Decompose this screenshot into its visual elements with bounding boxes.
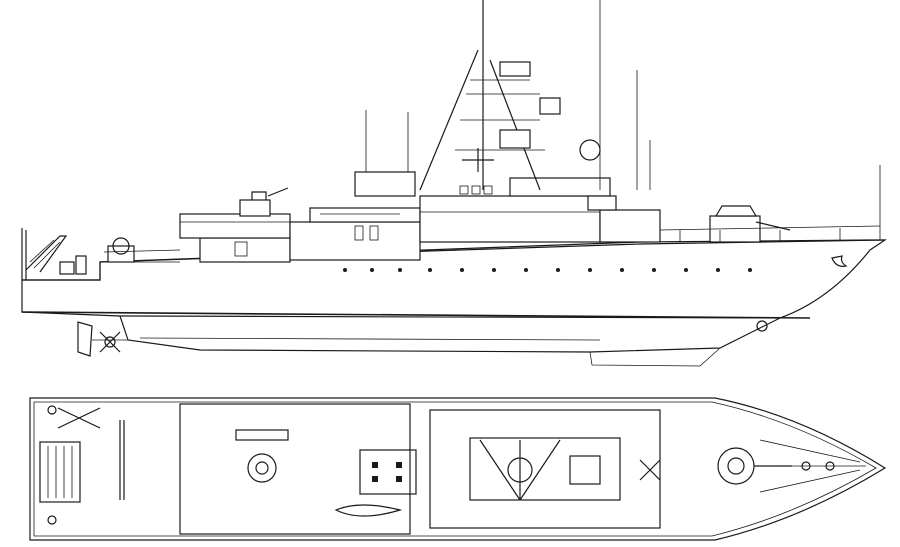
underwater-body xyxy=(589,347,721,367)
aft-winch xyxy=(100,237,181,263)
fwd-gun-mount xyxy=(709,205,791,243)
main-superstructure xyxy=(354,171,611,243)
stern-deck xyxy=(39,405,125,525)
anchor-emblem xyxy=(831,255,848,267)
side-elevation xyxy=(21,0,887,367)
propeller-rudder xyxy=(77,321,128,357)
aft-superstructure xyxy=(179,213,291,263)
aft-gun-mount xyxy=(239,187,289,217)
portholes xyxy=(343,268,768,332)
stern-crane xyxy=(21,228,87,280)
antennas xyxy=(365,110,409,172)
superstructure-roof xyxy=(429,409,661,529)
fwd-structure xyxy=(587,195,661,243)
waterline xyxy=(21,311,811,319)
aft-deck-equipment xyxy=(179,403,417,535)
main-mast xyxy=(419,0,651,191)
bow-fittings xyxy=(759,439,866,493)
mid-deckhouse xyxy=(289,207,421,261)
hull-outline xyxy=(21,239,887,319)
plan-view xyxy=(29,397,887,541)
bilge-line xyxy=(139,337,601,341)
keel-line xyxy=(119,315,781,353)
deck-outline xyxy=(29,397,887,541)
bow-railing xyxy=(659,225,881,242)
